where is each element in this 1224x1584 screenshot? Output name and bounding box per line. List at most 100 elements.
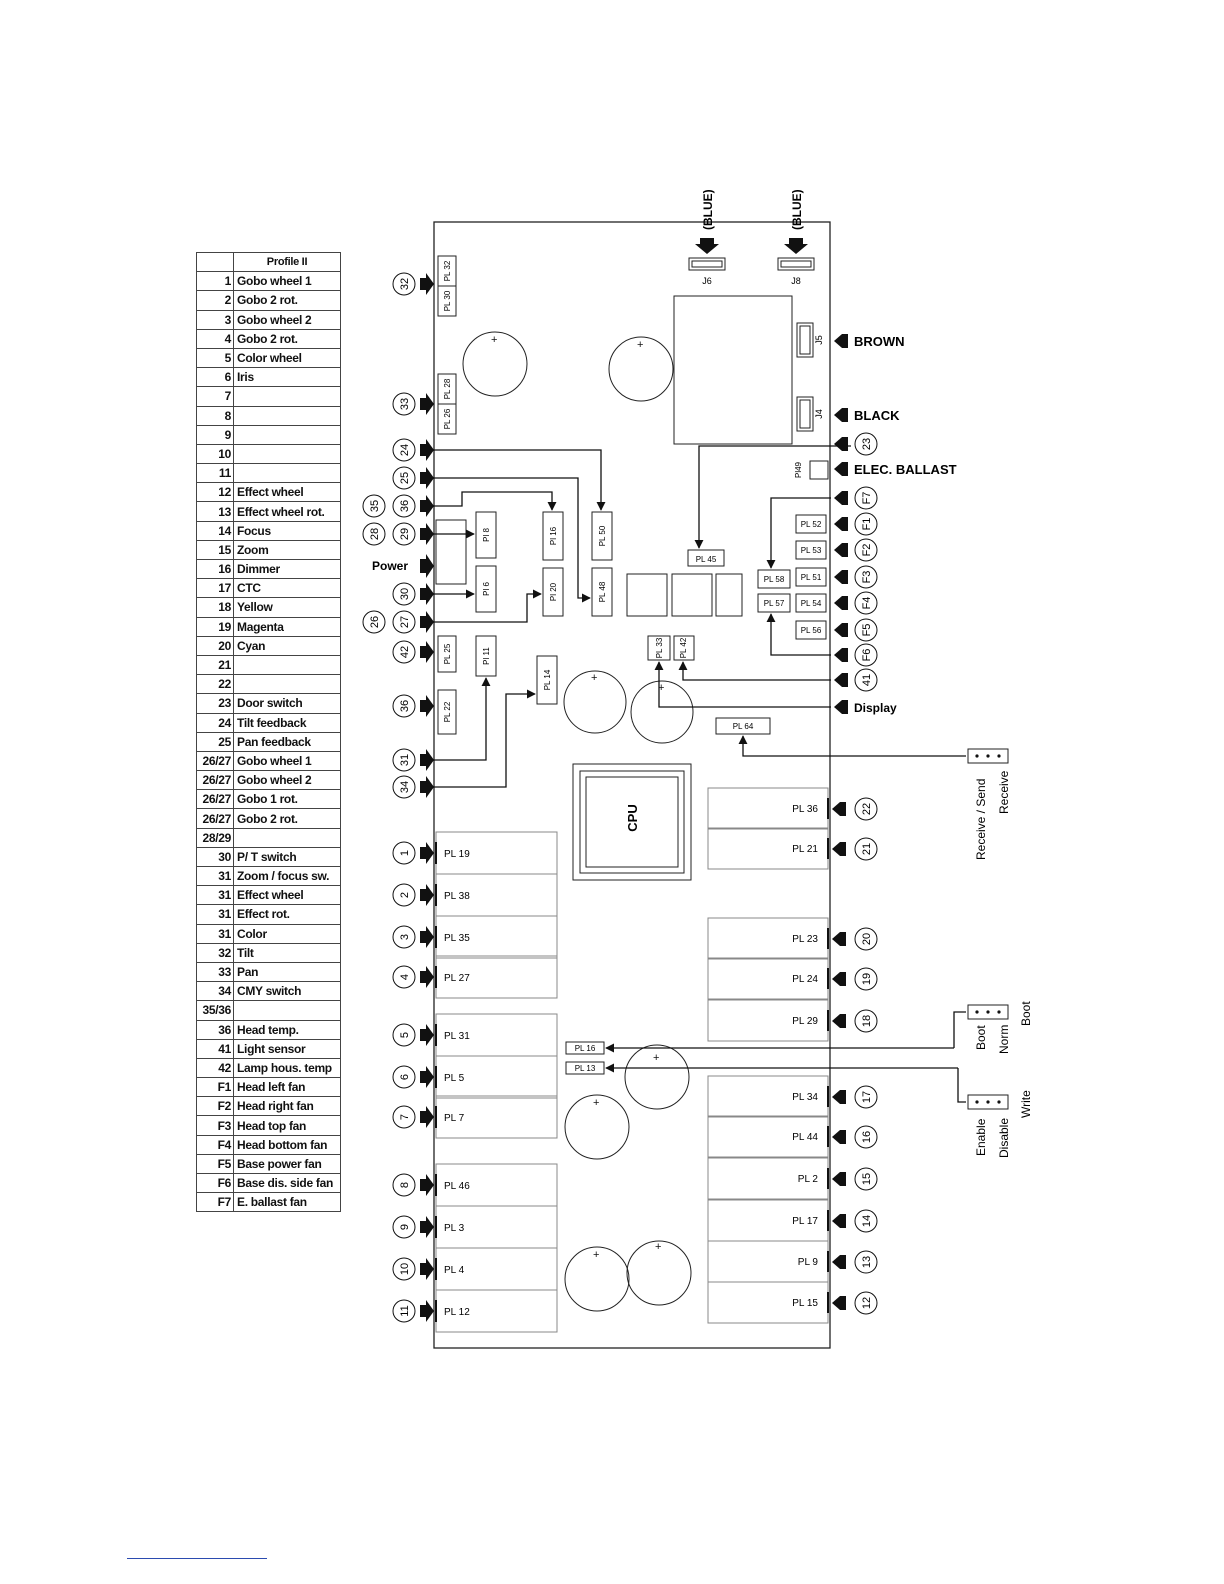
pl49-label: Pl49 xyxy=(794,461,803,478)
arrow-right-icon xyxy=(420,273,434,295)
legend-key: 10 xyxy=(196,443,234,465)
svg-text:Display: Display xyxy=(854,701,897,715)
board-outline xyxy=(433,221,831,1349)
pl54-label: PL 54 xyxy=(801,599,822,608)
arrow-right-icon xyxy=(420,1066,434,1088)
pl30-label: PL 30 xyxy=(443,290,452,311)
svg-text:28: 28 xyxy=(369,528,381,540)
legend-value: Focus xyxy=(233,520,341,541)
left-pl-label: PL 46 xyxy=(444,1181,470,1192)
callout-c36b: 36 xyxy=(392,694,434,718)
legend-key: 8 xyxy=(196,405,234,426)
legend-value xyxy=(233,443,341,465)
svg-text:+: + xyxy=(653,1052,659,1064)
svg-text:26: 26 xyxy=(369,616,381,628)
arrow-right-icon xyxy=(420,467,434,489)
legend-value: Zoom / focus sw. xyxy=(233,865,341,887)
jumper-boot: Boot Norm Boot xyxy=(967,1001,1033,1054)
left-top-pls xyxy=(437,255,457,735)
legend-value: Head temp. xyxy=(233,1019,341,1040)
jumper-receive: Receive / Send Receive xyxy=(967,748,1011,860)
svg-text:Receive: Receive xyxy=(997,770,1011,814)
svg-text:Boot: Boot xyxy=(1019,1001,1033,1026)
legend-key: 28/29 xyxy=(196,827,234,848)
arrow-left-icon xyxy=(832,932,846,946)
left-callout-number: 4 xyxy=(399,974,411,980)
legend-key: 30 xyxy=(196,846,234,868)
arrow-right-icon xyxy=(420,495,434,517)
right-pl-label: PL 9 xyxy=(798,1257,819,1268)
svg-text:F3: F3 xyxy=(861,571,873,584)
arrow-left-icon xyxy=(832,972,846,986)
connector-j8: J8 (BLUE) xyxy=(777,189,815,286)
legend-value: Tilt feedback xyxy=(233,712,341,733)
arrow-left-icon xyxy=(834,437,848,451)
arrow-left-icon xyxy=(834,491,848,505)
arrow-left-icon xyxy=(834,517,848,531)
arrow-left-icon xyxy=(832,1130,846,1144)
legend-key: F2 xyxy=(196,1096,234,1117)
callout-c25: 25 xyxy=(392,466,434,490)
left-callout-number: 6 xyxy=(399,1074,411,1080)
arrow-right-icon xyxy=(420,523,434,545)
left-pl-label: PL 19 xyxy=(444,849,470,860)
pl26-label: PL 26 xyxy=(443,408,452,429)
svg-text:F6: F6 xyxy=(861,649,873,662)
callout-c27: 27 xyxy=(392,610,434,634)
legend-value: Head left fan xyxy=(233,1077,341,1098)
legend-key: 26/27 xyxy=(196,789,234,810)
arrow-left-icon xyxy=(832,1014,846,1028)
callout-c23: 23 xyxy=(834,432,878,456)
svg-text:F2: F2 xyxy=(861,544,873,557)
callout-f7: F7 xyxy=(834,486,878,510)
right-callout-number: 18 xyxy=(861,1015,873,1027)
left-connector-1: PL 191 xyxy=(392,831,558,875)
legend-row: 22 xyxy=(196,674,341,695)
arrow-left-icon xyxy=(834,700,848,714)
legend-key: 32 xyxy=(196,942,234,963)
pl13-label: PL 13 xyxy=(575,1064,596,1073)
arrow-left-icon xyxy=(834,648,848,662)
capacitor-polarity: ++ ++ ++ ++ xyxy=(491,334,664,1261)
arrow-left-icon xyxy=(834,408,848,422)
right-callout-number: 20 xyxy=(861,933,873,945)
right-pl-label: PL 15 xyxy=(792,1298,818,1309)
left-pl-label: PL 38 xyxy=(444,891,470,902)
svg-text:F4: F4 xyxy=(861,597,873,610)
svg-text:33: 33 xyxy=(399,398,411,410)
legend-row: 7 xyxy=(196,386,341,407)
legend-value xyxy=(233,405,341,426)
svg-text:+: + xyxy=(491,334,497,346)
right-callout-number: 12 xyxy=(861,1297,873,1309)
svg-text:F1: F1 xyxy=(861,518,873,531)
right-callout-number: 16 xyxy=(861,1131,873,1143)
legend-key: F6 xyxy=(196,1172,234,1194)
callout-c24: 24 xyxy=(392,438,434,462)
left-connector-10: PL 410 xyxy=(392,1247,558,1291)
svg-text:BLACK: BLACK xyxy=(854,408,900,423)
legend-value: Door switch xyxy=(233,693,341,714)
j5-label: J5 xyxy=(814,335,824,345)
callout-c36a: 36 xyxy=(392,494,434,518)
left-pl-label: PL 12 xyxy=(444,1307,470,1318)
svg-text:32: 32 xyxy=(399,278,411,290)
pl16v-label: Pl 16 xyxy=(549,526,558,545)
left-pl-label: PL 3 xyxy=(444,1223,465,1234)
legend-value: P/ T switch xyxy=(233,846,341,868)
legend-row: 9 xyxy=(196,424,341,445)
right-pl-label: PL 24 xyxy=(792,974,818,985)
